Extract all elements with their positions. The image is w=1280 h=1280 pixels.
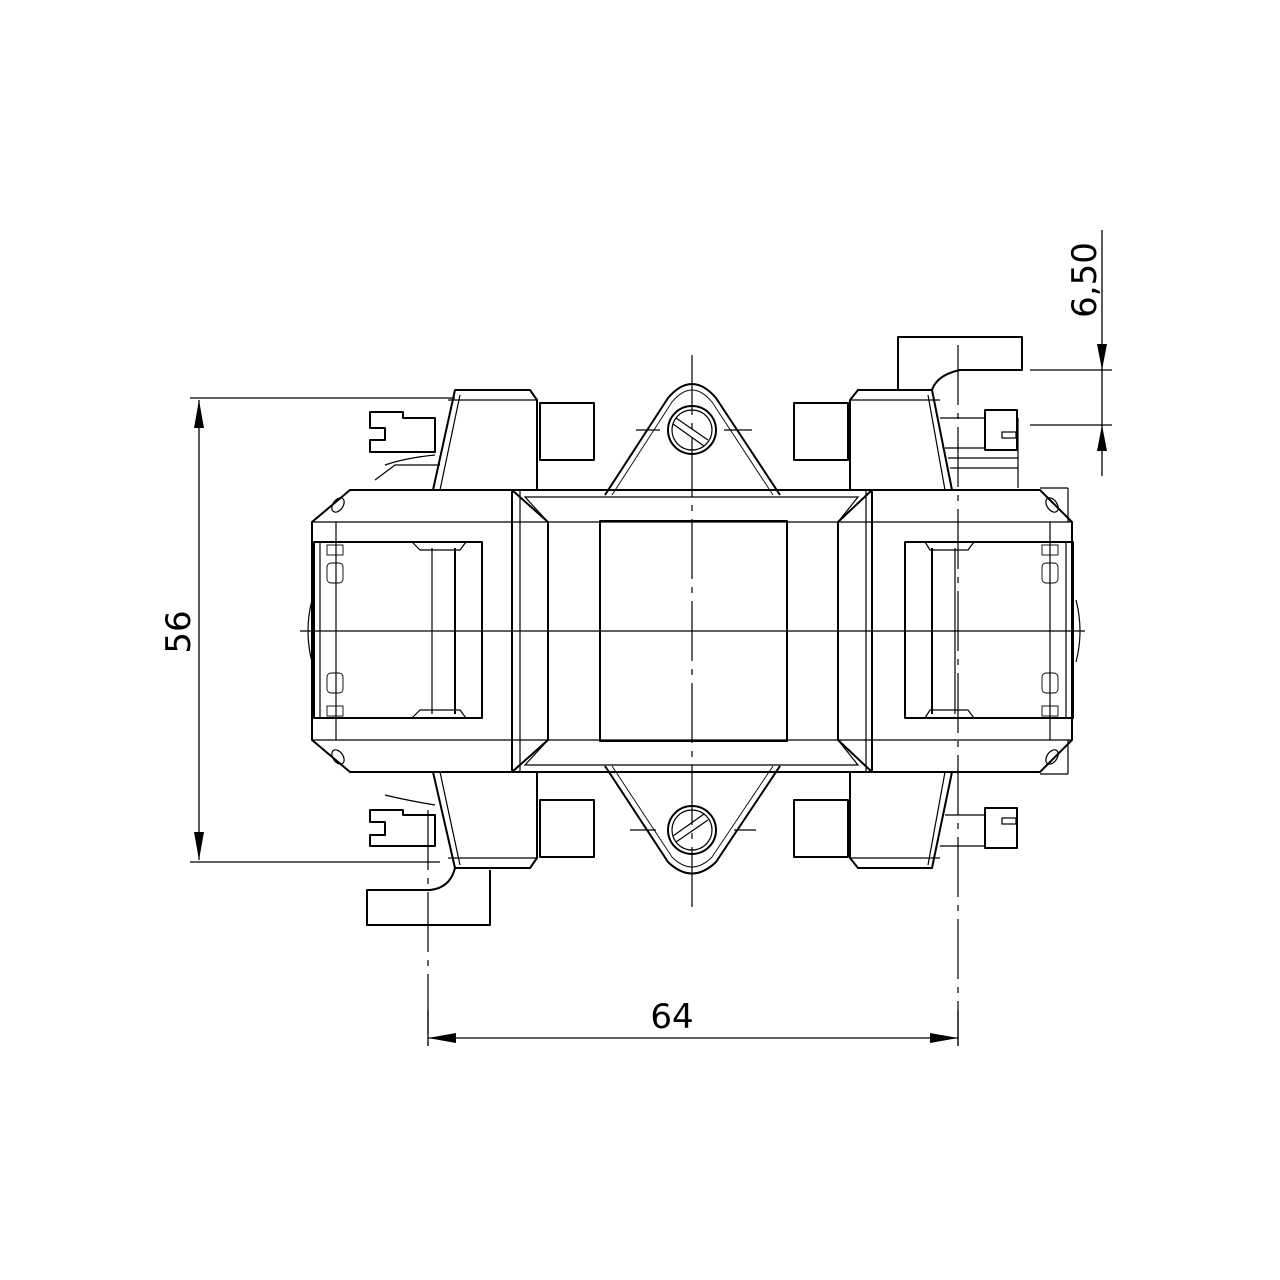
bottom-right-terminal	[793, 771, 1018, 869]
bottom-mounting-lug	[604, 765, 781, 875]
right-clamp	[837, 487, 1081, 775]
bottom-left-terminal	[366, 771, 595, 926]
dimension-6-50: 6,50	[1030, 230, 1112, 476]
top-left-terminal	[369, 389, 595, 491]
left-clamp	[307, 489, 549, 773]
dimension-56: 56	[159, 397, 455, 863]
dimension-64-label: 64	[650, 997, 693, 1037]
dimension-56-label: 56	[159, 610, 199, 653]
dimension-64: 64	[427, 997, 959, 1046]
top-right-terminal	[793, 336, 1023, 491]
dimension-6-50-label: 6,50	[1065, 242, 1105, 318]
center-lines	[300, 345, 1085, 1045]
screw-icon	[667, 805, 717, 855]
central-window	[599, 520, 788, 742]
screw-icon	[667, 405, 717, 455]
top-mounting-lug	[604, 383, 781, 496]
